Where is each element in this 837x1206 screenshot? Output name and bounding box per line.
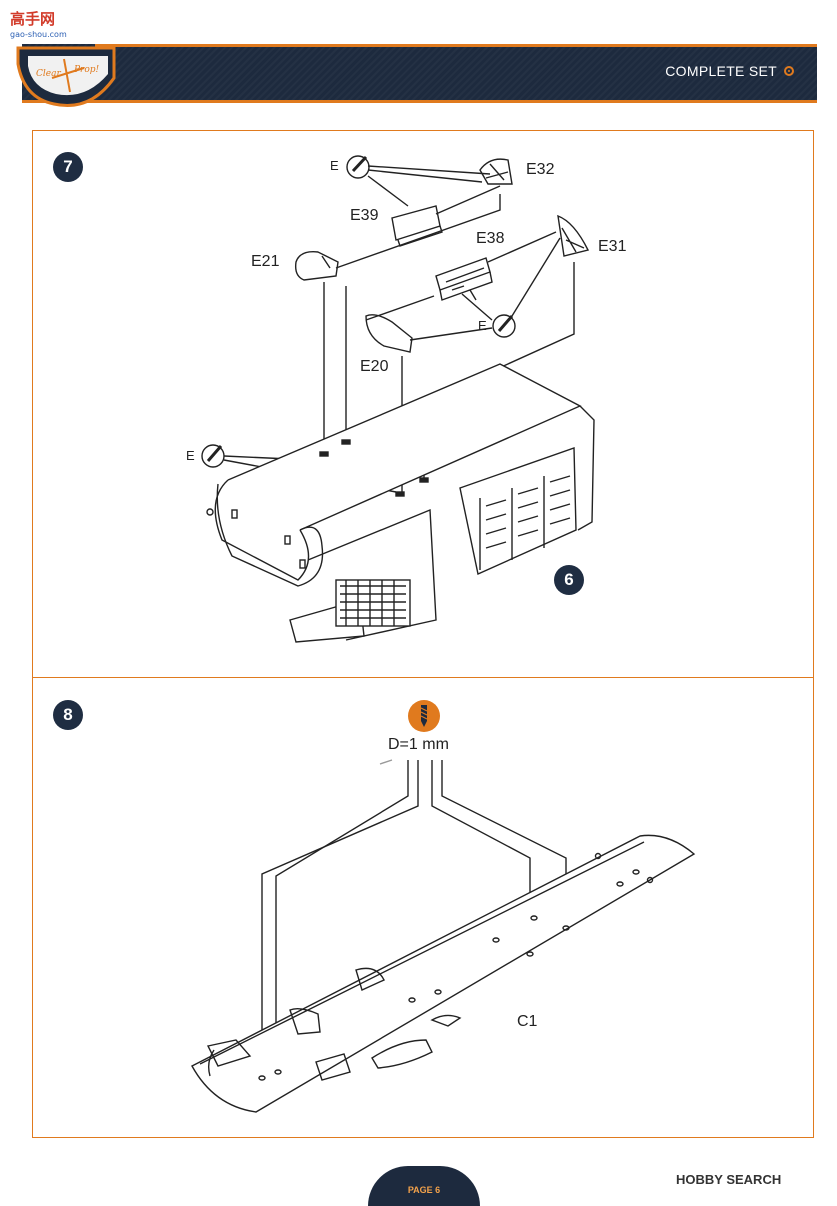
part-label-e31: E31	[598, 238, 627, 255]
watermark-cn: 高手网	[10, 10, 55, 28]
part-e32-shape	[479, 158, 513, 185]
part-label-e21: E21	[251, 253, 280, 270]
part-label-e32: E32	[526, 161, 555, 178]
part-label-e38: E38	[476, 230, 505, 247]
glue-icon	[201, 444, 225, 468]
logo-text-left: Clear	[36, 69, 61, 79]
step-7-number: 7	[53, 152, 83, 182]
drill-icon	[408, 700, 440, 732]
part-e31-shape	[557, 214, 590, 257]
step-8-number: 8	[53, 700, 83, 730]
header-accent-line	[95, 44, 817, 47]
hobby-search-watermark: HOBBY SEARCH	[676, 1172, 782, 1187]
clear-prop-logo: Clear Prop!	[16, 46, 116, 107]
set-label: COMPLETE SET	[665, 63, 777, 79]
glue-label: E	[330, 158, 339, 173]
part-e38-shape	[435, 257, 493, 301]
page-number: PAGE 6	[407, 1185, 441, 1195]
glue-icon	[492, 314, 516, 338]
part-label-e39: E39	[350, 207, 379, 224]
bullet-icon	[784, 66, 794, 76]
glue-label: E	[186, 448, 195, 463]
part-e39-shape	[391, 205, 443, 247]
part-e21-shape	[294, 251, 339, 281]
watermark-logo: 高手网 gao-shou.com	[10, 10, 67, 39]
drill-caption: D=1 mm	[388, 736, 449, 753]
part-e20-shape	[365, 314, 413, 353]
page-tab	[368, 1166, 480, 1206]
part-label-e20: E20	[360, 358, 389, 375]
glue-icon	[346, 155, 370, 179]
part-label-c1: C1	[517, 1013, 538, 1030]
ref-step-6-number: 6	[554, 565, 584, 595]
header-band	[22, 44, 817, 103]
part-c1-shape	[191, 834, 696, 1113]
watermark-url: gao-shou.com	[10, 30, 67, 39]
step-7-panel	[32, 130, 814, 678]
fuselage-assembly	[206, 363, 595, 643]
logo-text-right: Prop!	[73, 65, 100, 75]
step-8-panel	[32, 678, 814, 1138]
glue-label: E	[478, 318, 487, 333]
